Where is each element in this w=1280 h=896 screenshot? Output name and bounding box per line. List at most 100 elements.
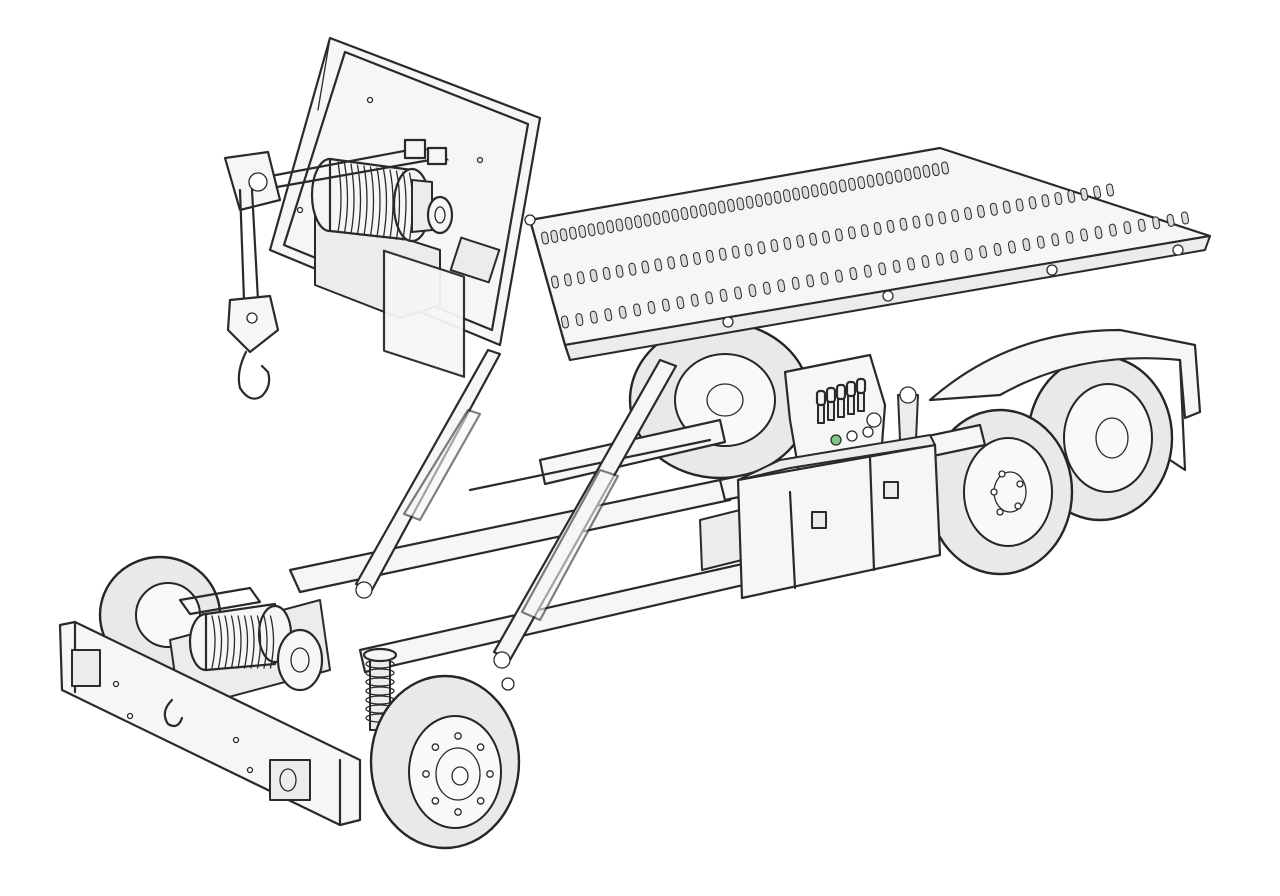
deck-slot <box>773 190 782 204</box>
deck-slot <box>886 219 895 233</box>
front-winch <box>169 586 331 711</box>
deck-slot <box>1067 189 1076 203</box>
deck-slot <box>899 217 908 231</box>
deck-slot <box>1108 223 1117 237</box>
lever-knob-icon <box>815 389 827 407</box>
deck-slot <box>1054 192 1063 206</box>
deck-slot <box>615 218 624 232</box>
deck-slot <box>809 232 818 246</box>
deck-slot <box>838 179 847 193</box>
deck-slot <box>860 224 869 238</box>
deck-slot <box>647 301 656 314</box>
cable-coil <box>382 168 388 239</box>
deck-slot <box>550 229 559 243</box>
deck-slot <box>699 203 708 217</box>
deck-slot <box>764 192 773 206</box>
deck-slot <box>568 226 577 240</box>
control-levers <box>815 377 867 424</box>
deck-slot <box>834 228 843 242</box>
deck-slot <box>1094 226 1103 239</box>
deck-slot <box>1093 185 1102 199</box>
lever-icon <box>857 392 865 412</box>
deck-slot <box>847 177 856 191</box>
deck-slot <box>782 189 791 203</box>
deck-slot <box>596 221 605 235</box>
deck-slot <box>912 215 921 229</box>
deck-slot <box>847 226 856 240</box>
spring-coil <box>365 686 395 696</box>
lug-nut-icon <box>422 770 430 778</box>
cable-coil <box>230 615 236 669</box>
deck-slot <box>878 262 887 276</box>
lug-nut-icon <box>454 732 462 740</box>
deck-slot <box>822 230 831 244</box>
cable-coil <box>211 615 216 669</box>
lever-icon <box>847 395 855 415</box>
deck-slot <box>744 243 753 257</box>
front-bumper <box>58 620 362 827</box>
deck-slot <box>931 163 940 177</box>
deck-slot <box>925 213 934 227</box>
deck-slot <box>950 250 959 264</box>
cable-coil <box>350 163 355 235</box>
deck-slot <box>791 276 800 290</box>
front-suspension <box>362 647 398 731</box>
deck-slot <box>964 247 973 261</box>
deck-slot <box>894 169 903 183</box>
winch-cable <box>258 138 449 192</box>
cable-coil <box>237 615 242 669</box>
deck-slot <box>736 197 745 211</box>
cable-coil <box>250 615 255 669</box>
cable-coil <box>369 166 375 237</box>
cable-coil <box>256 615 262 669</box>
cable-coil <box>269 615 275 669</box>
deck-slot <box>602 266 611 280</box>
lever-icon <box>827 401 835 421</box>
deck-slot <box>624 216 633 230</box>
cable-coil <box>343 162 349 234</box>
deck-slot <box>820 182 829 196</box>
deck-slot <box>589 310 598 324</box>
deck-slot <box>652 212 661 225</box>
lug-nut-icon <box>476 743 485 751</box>
deck-slot <box>1080 228 1089 242</box>
deck-slot <box>1051 233 1060 247</box>
cable-coil <box>395 170 401 240</box>
winch-motor <box>411 179 454 235</box>
deck-slot <box>641 260 650 274</box>
deck-slot <box>951 209 960 223</box>
deck-slot <box>692 252 701 265</box>
deck-winch <box>258 138 466 378</box>
deck-slot <box>1028 196 1037 210</box>
lug-nut-icon <box>476 797 485 805</box>
deck-slot <box>1105 183 1115 197</box>
deck-slot <box>705 249 714 263</box>
cable-coil <box>224 615 229 669</box>
deck-slot <box>575 313 584 327</box>
deck-slot <box>615 264 624 278</box>
deck-slot <box>792 187 801 201</box>
deck-slot <box>633 303 642 317</box>
deck-slot <box>1065 230 1074 244</box>
deck-slot <box>690 293 699 307</box>
deck-slot <box>559 228 568 242</box>
cable-coil <box>217 615 223 669</box>
deck-slot <box>719 288 728 302</box>
deck-slot <box>892 259 901 273</box>
deck-slot <box>964 207 973 220</box>
rear-wheels <box>926 328 1202 576</box>
deck-slot <box>866 174 875 188</box>
cable-coil <box>402 171 407 241</box>
deck-slot <box>834 269 843 283</box>
rear-wheel-outer <box>926 408 1074 576</box>
deck-slot <box>921 255 930 268</box>
flatbed-deck <box>528 146 1212 362</box>
deck-slot <box>587 223 596 237</box>
cable-coil <box>263 615 268 669</box>
deck-slot <box>604 308 613 322</box>
deck-traction-slots <box>540 161 1190 329</box>
deck-slot <box>1080 187 1089 201</box>
deck-slot <box>618 305 627 319</box>
front-wheel-right <box>369 674 521 850</box>
